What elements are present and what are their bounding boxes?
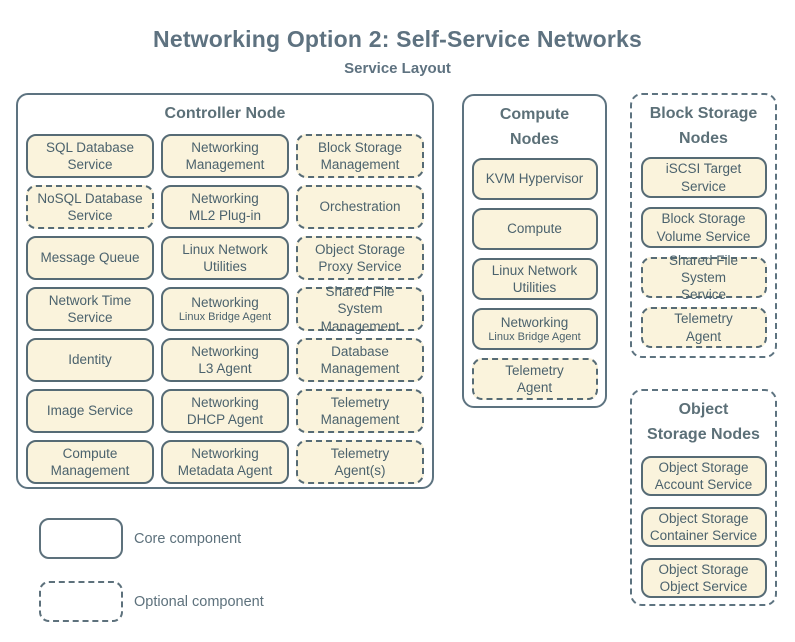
service-label: Telemetry Agent(s) <box>330 445 390 478</box>
service-image-service: Image Service <box>26 389 154 433</box>
service-label: Telemetry Agent <box>674 311 733 344</box>
service-identity: Identity <box>26 338 154 382</box>
service-label: Shared File System Service <box>668 252 739 303</box>
service-object-storage-proxy-service: Object Storage Proxy Service <box>296 236 424 280</box>
service-message-queue: Message Queue <box>26 236 154 280</box>
service-networking-dhcp-agent: Networking DHCP Agent <box>161 389 289 433</box>
service-label: NoSQL Database Service <box>37 190 143 223</box>
diagram-title: Networking Option 2: Self-Service Networ… <box>153 26 642 52</box>
service-network-time-service: Network Time Service <box>26 287 154 331</box>
compute-services-stack: KVM Hypervisor Compute Linux Network Uti… <box>464 158 605 400</box>
service-networking-metadata-agent: Networking Metadata Agent <box>161 440 289 484</box>
diagram-subtitle: Service Layout <box>344 60 451 77</box>
object-storage-nodes-panel: Object Storage Nodes Object Storage Acco… <box>630 389 777 606</box>
service-networking-management: Networking Management <box>161 134 289 178</box>
service-label: Block Storage Management <box>317 139 403 172</box>
service-sql-database-service: SQL Database Service <box>26 134 154 178</box>
service-label: Identity <box>68 352 112 368</box>
service-label: Orchestration <box>319 199 401 215</box>
service-block-storage-management: Block Storage Management <box>296 134 424 178</box>
service-telemetry-agents: Telemetry Agent(s) <box>296 440 424 484</box>
service-label: KVM Hypervisor <box>485 171 584 187</box>
object-storage-nodes-title: Object Storage Nodes <box>647 401 760 443</box>
service-label: Networking <box>500 314 569 330</box>
service-sublabel: Linux Bridge Agent <box>178 311 272 324</box>
legend-core-swatch <box>39 518 123 559</box>
service-telemetry-management: Telemetry Management <box>296 389 424 433</box>
block-storage-services-stack: iSCSI Target Service Block Storage Volum… <box>632 157 775 348</box>
service-label: Linux Network Utilities <box>182 241 268 274</box>
block-storage-nodes-panel: Block Storage Nodes iSCSI Target Service… <box>630 93 777 358</box>
legend-optional-row: Optional component <box>39 581 264 622</box>
service-label: SQL Database Service <box>45 139 135 172</box>
service-kvm-hypervisor: KVM Hypervisor <box>471 158 598 200</box>
legend-core-label: Core component <box>134 530 242 547</box>
service-label: Object Storage Proxy Service <box>314 241 406 274</box>
legend-core-row: Core component <box>39 518 241 559</box>
service-label: Networking L3 Agent <box>191 343 259 376</box>
service-label: Networking Metadata Agent <box>177 445 273 478</box>
service-label: Telemetry Agent <box>505 362 564 395</box>
service-linux-network-utilities: Linux Network Utilities <box>161 236 289 280</box>
service-label: Object Storage Account Service <box>654 459 753 492</box>
legend-optional-swatch <box>39 581 123 622</box>
service-networking-l3-agent: Networking L3 Agent <box>161 338 289 382</box>
service-label: Image Service <box>46 403 134 419</box>
service-label: Network Time Service <box>48 292 132 325</box>
service-networking-ml2-plugin: Networking ML2 Plug-in <box>161 185 289 229</box>
service-sublabel: Linux Bridge Agent <box>488 331 581 344</box>
service-label: Compute <box>507 221 562 237</box>
service-nosql-database-service: NoSQL Database Service <box>26 185 154 229</box>
service-telemetry-agent: Telemetry Agent <box>471 358 598 400</box>
service-object-storage-account-service: Object Storage Account Service <box>640 456 767 496</box>
service-object-storage-object-service: Object Storage Object Service <box>640 558 767 598</box>
service-linux-network-utilities: Linux Network Utilities <box>471 258 598 300</box>
service-block-storage-volume-service: Block Storage Volume Service <box>640 207 767 248</box>
service-shared-file-system-service: Shared File System Service <box>640 253 767 302</box>
service-telemetry-agent: Telemetry Agent <box>640 307 767 348</box>
service-compute: Compute <box>471 208 598 250</box>
service-label: Networking Management <box>185 139 265 172</box>
service-iscsi-target-service: iSCSI Target Service <box>640 157 767 198</box>
service-label: Compute Management <box>50 445 130 478</box>
service-label: Message Queue <box>40 250 140 266</box>
legend-optional-label: Optional component <box>134 593 264 610</box>
compute-nodes-title: Compute Nodes <box>499 106 570 148</box>
service-label: Networking DHCP Agent <box>186 394 264 427</box>
service-orchestration: Orchestration <box>296 185 424 229</box>
block-storage-nodes-title: Block Storage Nodes <box>649 105 758 147</box>
service-label: Networking ML2 Plug-in <box>188 190 262 223</box>
service-label: Networking <box>191 294 259 310</box>
object-storage-services-stack: Object Storage Account Service Object St… <box>632 456 775 598</box>
service-label: Shared File System Management <box>320 284 400 334</box>
service-label: Database Management <box>320 343 400 376</box>
service-compute-management: Compute Management <box>26 440 154 484</box>
service-database-management: Database Management <box>296 338 424 382</box>
controller-services-grid: SQL Database Service Networking Manageme… <box>26 134 424 484</box>
service-object-storage-container-service: Object Storage Container Service <box>640 507 767 547</box>
service-label: Block Storage Volume Service <box>656 211 751 244</box>
service-label: Telemetry Management <box>320 394 400 427</box>
service-label: Object Storage Object Service <box>658 561 749 594</box>
controller-node-title: Controller Node <box>164 105 286 122</box>
service-shared-file-system-management: Shared File System Management <box>296 284 424 334</box>
controller-node-panel: Controller Node SQL Database Service Net… <box>16 93 434 489</box>
service-label: Linux Network Utilities <box>491 262 578 295</box>
service-label: iSCSI Target Service <box>665 161 742 194</box>
service-label: Object Storage Container Service <box>649 510 758 543</box>
compute-nodes-panel: Compute Nodes KVM Hypervisor Compute Lin… <box>462 94 607 408</box>
